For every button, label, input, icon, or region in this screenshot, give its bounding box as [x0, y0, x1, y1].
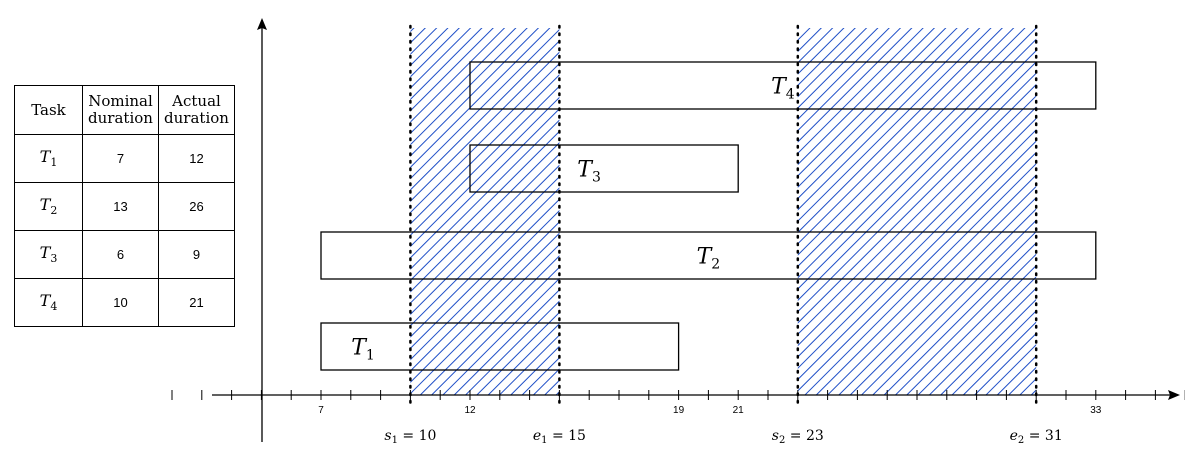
task-table: Task Nominal duration Actual duration T1…: [14, 85, 235, 327]
hatched-interval: [410, 28, 560, 395]
actual-cell: 21: [158, 278, 235, 327]
nominal-cell: 7: [82, 134, 159, 183]
table-row: T4 10 21: [14, 278, 235, 327]
task-bar: [320, 322, 680, 371]
marker-label: s1 = 10: [384, 428, 436, 446]
hatched-interval: [797, 28, 1037, 395]
tick-label: 33: [1090, 405, 1102, 416]
y-axis-arrow: [257, 18, 267, 30]
task-name-cell: T4: [14, 278, 83, 327]
task-name-cell: T3: [14, 230, 83, 279]
tick-label: 21: [733, 405, 745, 416]
x-axis-arrow: [1168, 390, 1180, 400]
task-bar-label: T3: [577, 158, 601, 186]
tick-label: 19: [673, 405, 685, 416]
actual-cell: 26: [158, 182, 235, 231]
tick-label: 7: [318, 405, 324, 416]
actual-cell: 9: [158, 230, 235, 279]
marker-label: e1 = 15: [533, 428, 586, 446]
nominal-cell: 13: [82, 182, 159, 231]
task-bar: [469, 61, 1097, 110]
header-actual: Actual duration: [158, 85, 235, 135]
task-bar-label: T4: [771, 75, 795, 103]
table-header-row: Task Nominal duration Actual duration: [14, 85, 235, 135]
header-nominal: Nominal duration: [82, 85, 159, 135]
marker-label: e2 = 31: [1010, 428, 1063, 446]
task-bar: [469, 144, 739, 193]
actual-cell: 12: [158, 134, 235, 183]
table-row: T1 7 12: [14, 134, 235, 183]
task-bar: [320, 231, 1097, 280]
table-row: T3 6 9: [14, 230, 235, 279]
task-bar-label: T1: [351, 336, 375, 364]
header-task: Task: [14, 85, 83, 135]
nominal-cell: 10: [82, 278, 159, 327]
marker-label: s2 = 23: [772, 428, 824, 446]
tick-label: 12: [464, 405, 476, 416]
task-bar-label: T2: [697, 245, 721, 273]
